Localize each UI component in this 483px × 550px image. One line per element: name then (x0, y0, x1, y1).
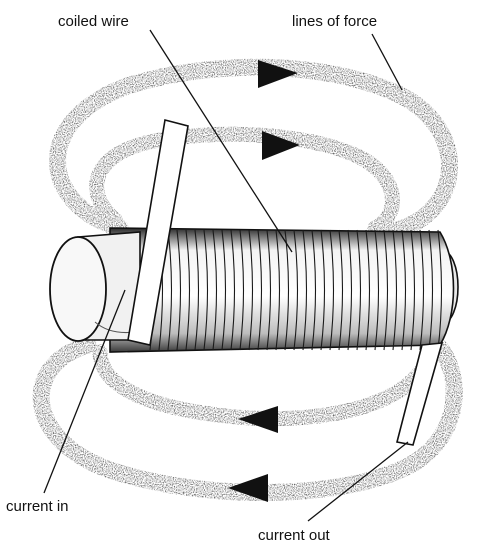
field-line-lower-inner (100, 352, 420, 419)
core-left-face (50, 237, 106, 341)
label-coiled-wire: coiled wire (58, 14, 129, 29)
label-current-in: current in (6, 499, 69, 514)
arrowhead-icon (238, 406, 278, 433)
label-current-out: current out (258, 528, 330, 543)
iron-core (50, 232, 140, 341)
label-lines-of-force: lines of force (292, 14, 377, 29)
field-line-upper-inner (97, 134, 393, 228)
